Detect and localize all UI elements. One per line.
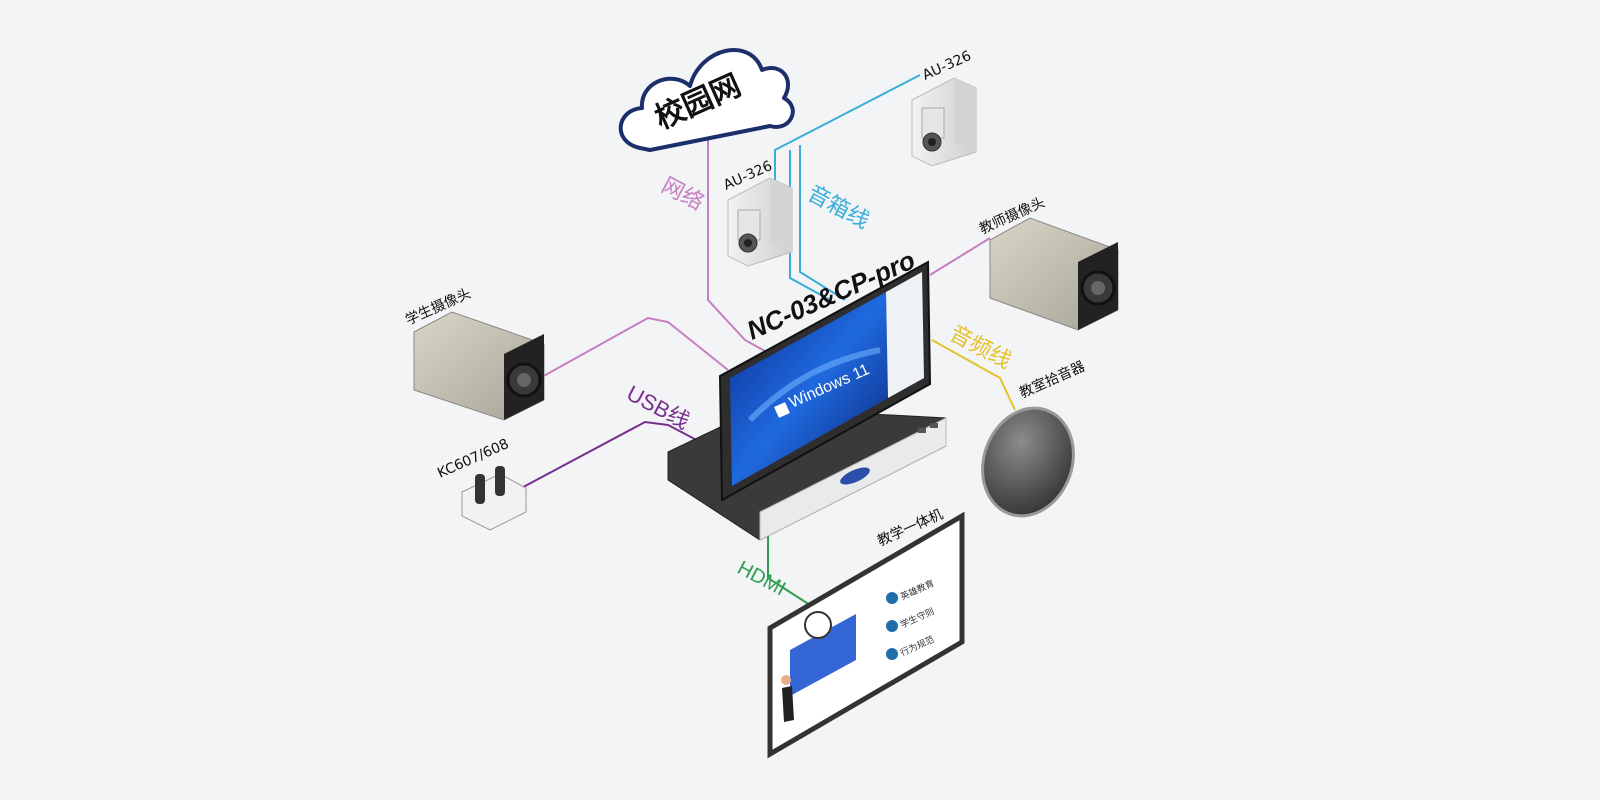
speaker-right bbox=[911, 77, 977, 167]
mic-receiver bbox=[461, 466, 527, 531]
cable-network bbox=[707, 120, 773, 356]
cable-label-usb: USB线 bbox=[623, 380, 694, 434]
teacher-camera bbox=[989, 217, 1119, 331]
teaching-display bbox=[767, 511, 965, 759]
ceiling-microphone bbox=[981, 406, 1075, 518]
campus-network-cloud: 校园网 bbox=[618, 48, 795, 152]
speaker-right-label: AU-326 bbox=[920, 48, 974, 84]
student-camera bbox=[413, 311, 545, 421]
cable-teacher-camera bbox=[929, 237, 991, 276]
speaker-left bbox=[727, 177, 793, 267]
cable-label-hdmi: HDMI bbox=[734, 557, 789, 600]
cable-label-network: 网络 bbox=[658, 172, 709, 215]
cable-hdmi bbox=[767, 533, 811, 606]
cable-student-camera bbox=[539, 316, 729, 379]
cable-label-speaker: 音箱线 bbox=[804, 180, 874, 233]
ceiling-mic-label: 教室拾音器 bbox=[1017, 358, 1088, 402]
hub-device bbox=[667, 260, 947, 541]
cable-audio bbox=[931, 339, 1016, 411]
cable-label-audio: 音频线 bbox=[946, 320, 1016, 373]
